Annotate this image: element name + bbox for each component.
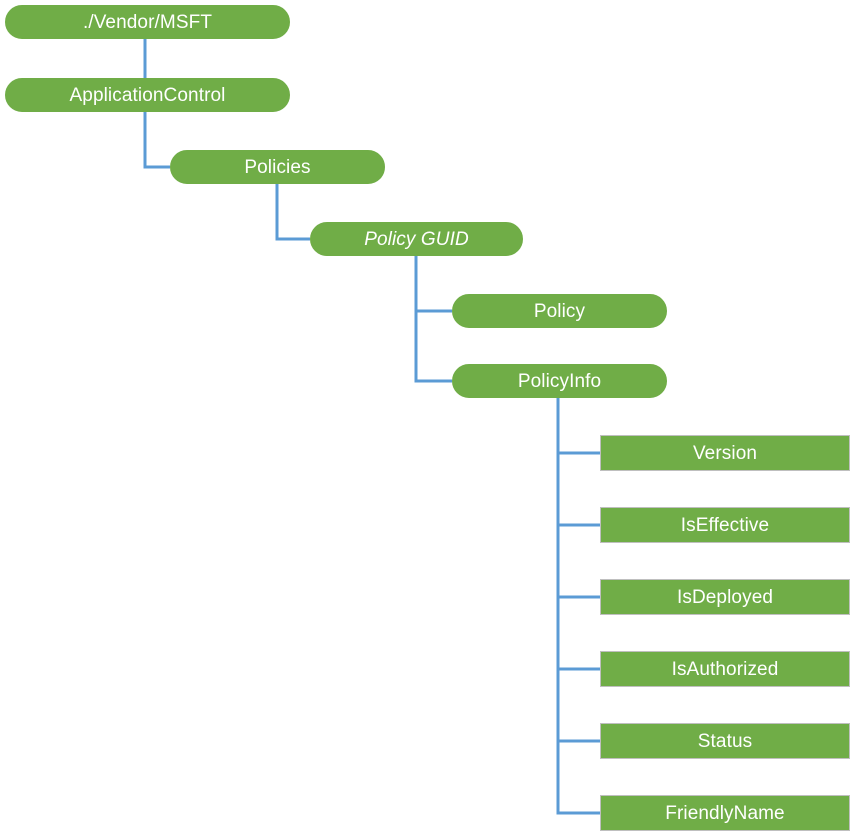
node-friendlyname[interactable]: FriendlyName <box>600 795 850 831</box>
connector-policyinfo-to-status <box>556 398 600 743</box>
node-policies[interactable]: Policies <box>170 150 385 184</box>
connector-appcontrol-to-policies <box>143 112 170 169</box>
node-policyinfo[interactable]: PolicyInfo <box>452 364 667 398</box>
connector-policyinfo-to-iseffective <box>556 398 600 527</box>
node-policy[interactable]: Policy <box>452 294 667 328</box>
connector-policyguid-to-policy <box>414 256 452 313</box>
connector-policyinfo-to-friendlyname <box>556 398 600 815</box>
connector-policies-to-policyguid <box>275 184 310 241</box>
node-iseffective[interactable]: IsEffective <box>600 507 850 543</box>
connector-policyinfo-to-version <box>556 398 600 455</box>
node-isauthorized[interactable]: IsAuthorized <box>600 651 850 687</box>
connector-policyinfo-to-isauthorized <box>556 398 600 671</box>
node-vendor[interactable]: ./Vendor/MSFT <box>5 5 290 39</box>
connector-policyinfo-to-isdeployed <box>556 398 600 599</box>
node-version[interactable]: Version <box>600 435 850 471</box>
node-appcontrol[interactable]: ApplicationControl <box>5 78 290 112</box>
node-isdeployed[interactable]: IsDeployed <box>600 579 850 615</box>
connector-policyguid-to-policyinfo <box>414 256 452 383</box>
node-policyguid[interactable]: Policy GUID <box>310 222 523 256</box>
node-status[interactable]: Status <box>600 723 850 759</box>
